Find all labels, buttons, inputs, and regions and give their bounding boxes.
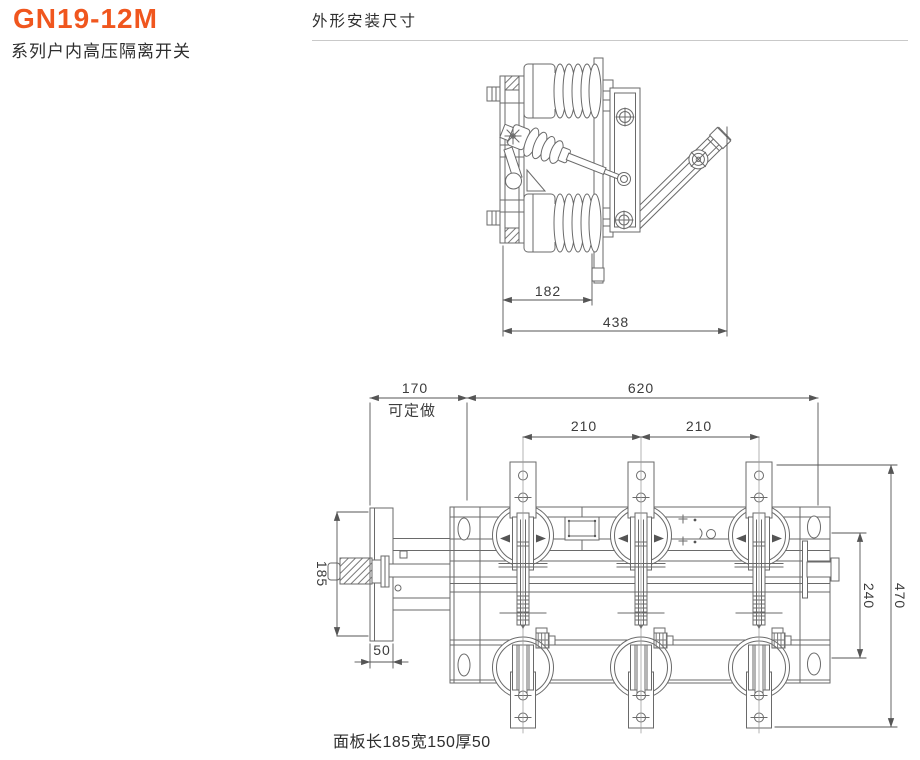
front-view-drawing — [327, 394, 898, 734]
dim-label-438: 438 — [602, 314, 630, 330]
drawing-caption: 面板长185宽150厚50 — [333, 734, 491, 751]
section-title: 外形安装尺寸 — [312, 13, 418, 30]
dim-label-170: 170 — [401, 380, 429, 396]
section-underline-rule — [312, 40, 908, 41]
dim-label-210-right: 210 — [685, 418, 713, 434]
dim-label-185: 185 — [314, 560, 330, 588]
side-view-drawing — [486, 57, 732, 337]
dim-label-470: 470 — [892, 582, 908, 610]
dim-label-210-left: 210 — [570, 418, 598, 434]
dim-label-240: 240 — [861, 582, 877, 610]
dim-label-620: 620 — [627, 380, 655, 396]
dim-note-customizable: 可定做 — [387, 402, 437, 420]
dim-label-182: 182 — [534, 283, 562, 299]
dim-label-50: 50 — [373, 642, 391, 658]
page-title: GN19-12M — [13, 3, 158, 34]
series-subtitle: 系列户内高压隔离开关 — [11, 42, 191, 61]
